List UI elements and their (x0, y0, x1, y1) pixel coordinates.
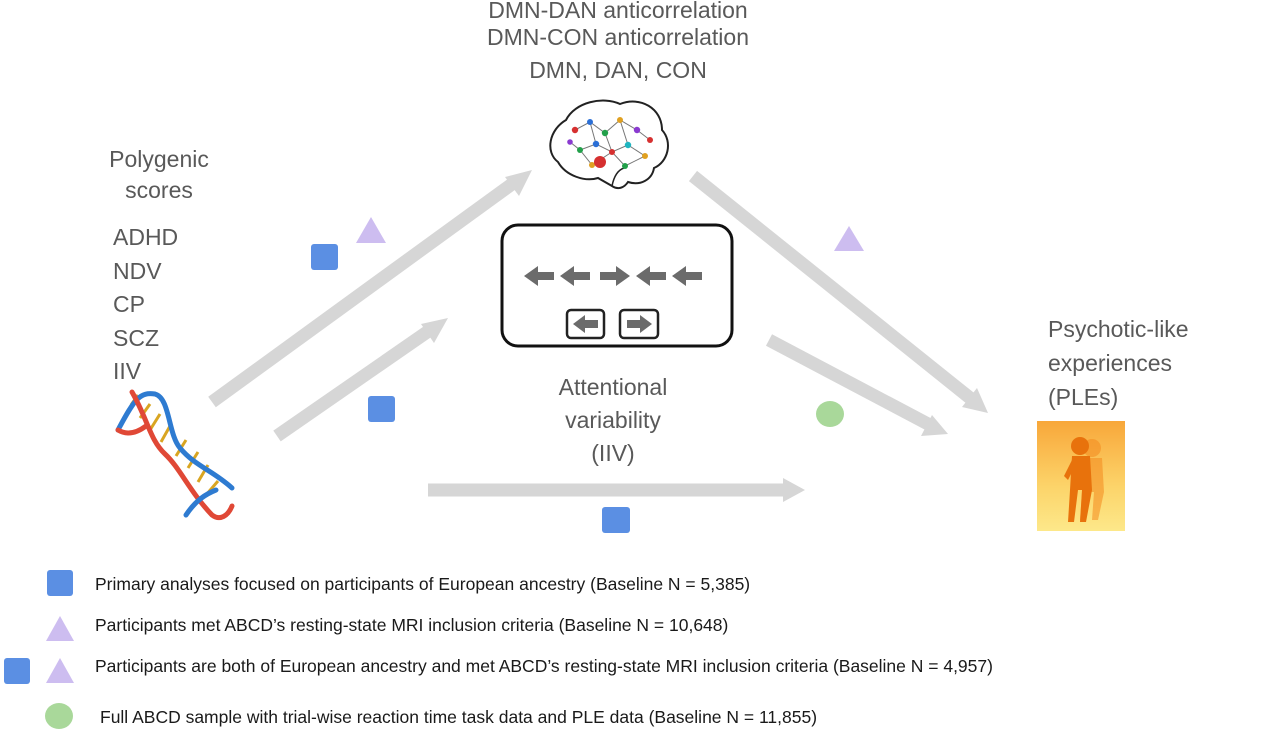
polygenic-title: Polygenic scores (109, 146, 209, 204)
dna-helix-icon (115, 389, 235, 521)
brain-network-icon (549, 99, 669, 190)
dmn-dan-label: DMN-DAN anticorrelation (488, 0, 748, 23)
score-ndv: NDV (113, 257, 162, 284)
legend-item-european: Primary analyses focused on participants… (95, 574, 751, 594)
triangle-marker (834, 226, 864, 251)
legend-square-marker (4, 658, 30, 684)
ples-label: Psychotic-like experiences (PLEs) (1048, 316, 1189, 410)
score-cp: CP (113, 291, 145, 317)
arrow-brain-to-ples (688, 170, 988, 413)
circle-marker (816, 401, 844, 427)
legend-item-mri: Participants met ABCD’s resting-state MR… (95, 615, 729, 635)
square-marker (311, 244, 338, 270)
score-adhd: ADHD (113, 224, 179, 250)
legend-item-both: Participants are both of European ancest… (95, 656, 993, 676)
dmn-con-label: DMN-CON anticorrelation (486, 24, 749, 51)
legend-square-marker (47, 570, 73, 596)
score-scz: SCZ (113, 324, 159, 351)
triangle-marker (356, 217, 386, 243)
flanker-task-icon (500, 223, 734, 348)
brain-network-labels: DMN-DAN anticorrelation DMN-CON anticorr… (420, 0, 816, 84)
score-iiv: IIV (113, 358, 142, 384)
networks-label: DMN, DAN, CON (529, 57, 707, 84)
arrow-attention-to-ples (765, 334, 948, 436)
arrow-dna-to-ples (428, 478, 805, 502)
arrow-dna-to-attention (273, 318, 448, 442)
arrow-dna-to-brain (208, 170, 532, 408)
distressed-person-icon (1037, 421, 1125, 531)
legend-triangle-marker (46, 616, 74, 641)
square-marker (368, 396, 395, 422)
legend: Primary analyses focused on participants… (0, 560, 1280, 731)
legend-item-full-sample: Full ABCD sample with trial-wise reactio… (100, 707, 818, 727)
legend-triangle-marker (46, 658, 74, 683)
polygenic-score-list: ADHD NDV CP SCZ IIV (113, 221, 178, 389)
attentional-variability-label: Attentional variability (IIV) (558, 374, 668, 466)
legend-circle-marker (45, 703, 73, 729)
square-marker (602, 507, 630, 533)
